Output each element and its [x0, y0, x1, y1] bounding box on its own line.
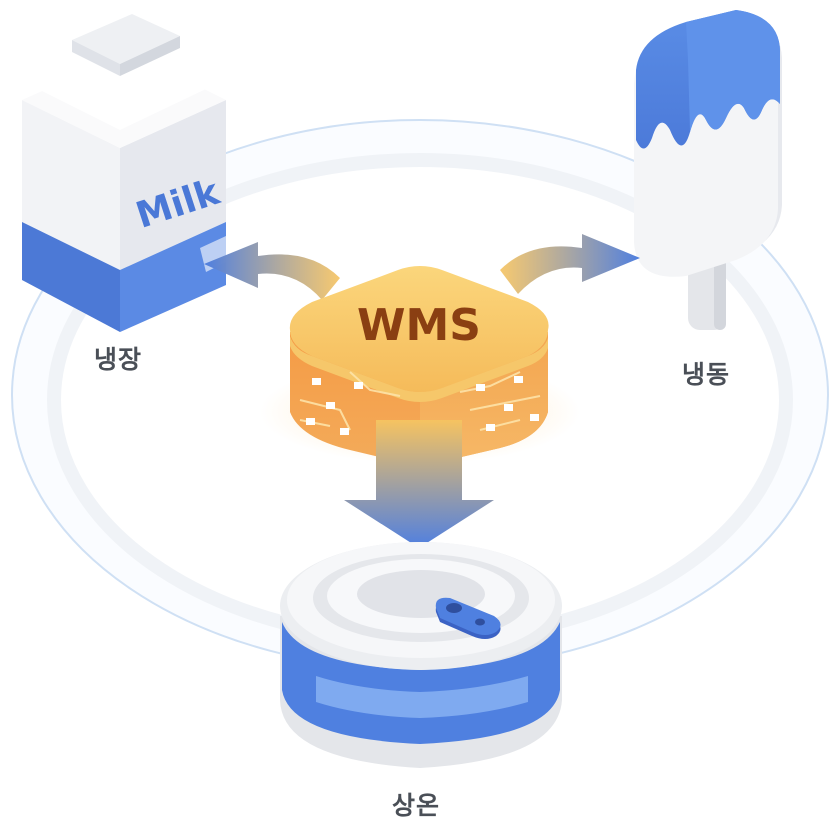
label-room-temp: 상온 [392, 791, 441, 820]
arrow-to-frozen [500, 234, 640, 294]
label-frozen: 냉동 [682, 360, 731, 389]
wms-title: WMS [357, 300, 481, 351]
arrow-to-refrigerated [204, 242, 340, 300]
label-refrigerated: 냉장 [94, 345, 143, 374]
can-icon [280, 542, 562, 768]
popsicle-icon [634, 10, 782, 330]
arrow-to-room-temp [344, 420, 494, 548]
pull-tab-icon [435, 597, 501, 639]
milk-carton-icon: Milk [22, 14, 226, 332]
